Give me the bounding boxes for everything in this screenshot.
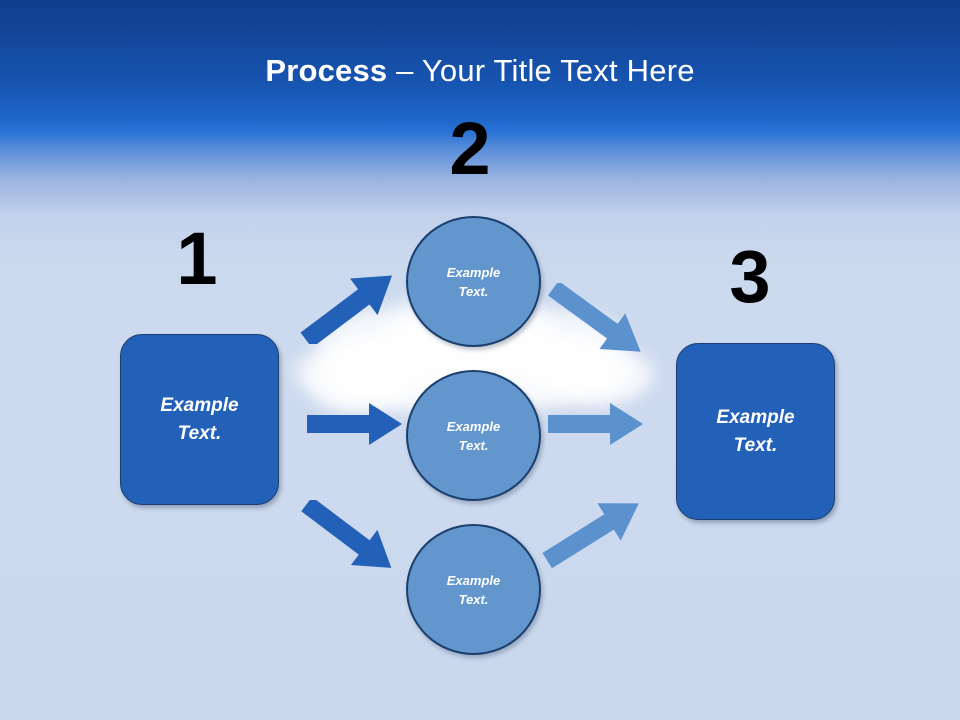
arrow-left-to-middle-icon xyxy=(305,400,405,453)
title-rest: – Your Title Text Here xyxy=(387,53,695,88)
arrow-top-to-right-icon xyxy=(538,280,656,362)
node-left-box-line1: Example xyxy=(160,394,239,416)
slide-title: Process – Your Title Text Here xyxy=(0,52,960,90)
node-circle-top[interactable]: Example Text. xyxy=(406,216,541,347)
node-circle-middle-line2: Text. xyxy=(458,437,489,453)
node-circle-bottom-line1: Example xyxy=(446,572,501,588)
step-number-2: 2 xyxy=(449,107,491,190)
node-right-box[interactable]: Example Text. xyxy=(676,343,835,520)
node-left-box[interactable]: Example Text. xyxy=(120,334,279,505)
node-circle-top-line2: Text. xyxy=(458,283,489,299)
node-left-box-line2: Text. xyxy=(177,422,222,444)
title-strong: Process xyxy=(265,53,388,88)
node-circle-top-line1: Example xyxy=(446,264,501,280)
step-number-3: 3 xyxy=(729,235,771,318)
step-number-1: 1 xyxy=(176,217,218,300)
node-circle-bottom[interactable]: Example Text. xyxy=(406,524,541,655)
node-right-box-line1: Example xyxy=(716,406,795,428)
node-right-box-line2: Text. xyxy=(733,434,778,456)
arrow-left-to-bottom-icon xyxy=(292,496,407,577)
node-circle-middle[interactable]: Example Text. xyxy=(406,370,541,501)
node-circle-middle-line1: Example xyxy=(446,418,501,434)
arrow-left-to-top-icon xyxy=(292,272,407,349)
arrow-bottom-to-right-icon xyxy=(534,495,652,574)
arrow-middle-to-right-icon xyxy=(546,400,646,453)
node-circle-bottom-line2: Text. xyxy=(458,591,489,607)
